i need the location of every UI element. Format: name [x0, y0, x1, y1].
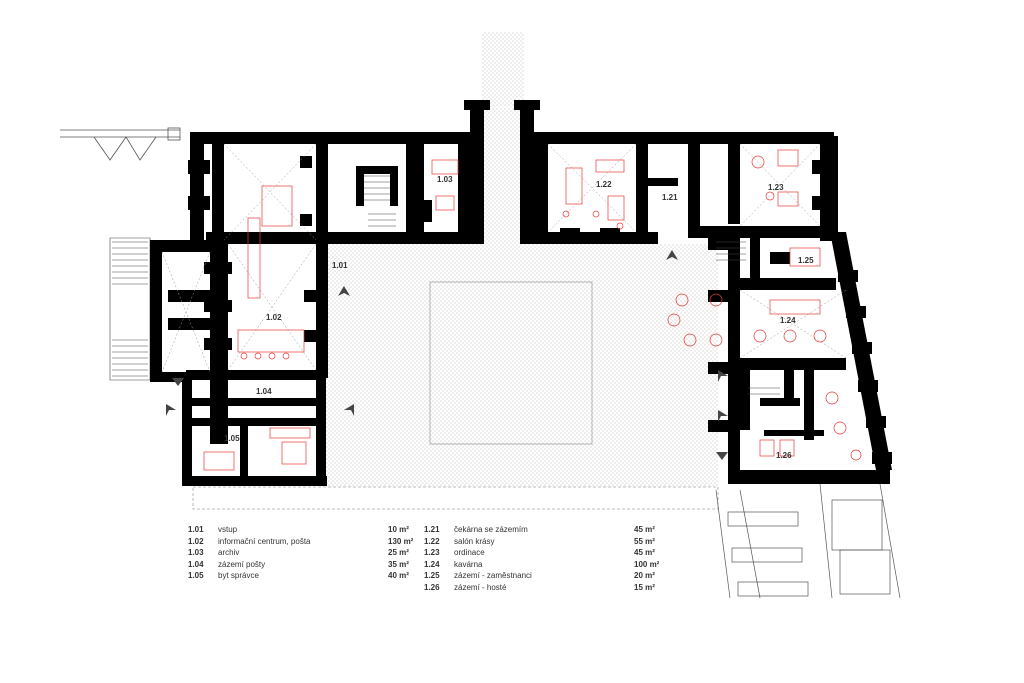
room-label-1.02: 1.02 [266, 313, 282, 322]
vault-lines [161, 143, 847, 373]
room-label-1.25: 1.25 [798, 256, 814, 265]
furniture [203, 149, 862, 471]
outer-path [192, 486, 719, 510]
passage-north [476, 108, 528, 244]
room-label-1.24: 1.24 [780, 316, 796, 325]
walls [150, 100, 892, 486]
room-label-1.21: 1.21 [662, 193, 678, 202]
courtyard [322, 244, 718, 487]
fence-west [60, 127, 181, 161]
room-label-1.26: 1.26 [776, 451, 792, 460]
stair-west [109, 237, 151, 381]
access-path [482, 32, 524, 107]
adjacent-building [715, 483, 901, 599]
room-label-1.03: 1.03 [437, 175, 453, 184]
courtyard-inner-frame [429, 281, 593, 445]
stairs-interior [364, 175, 780, 395]
room-label-1.05: 1.05 [224, 434, 240, 443]
room-label-1.23: 1.23 [768, 183, 784, 192]
room-label-1.22: 1.22 [596, 180, 612, 189]
room-label-1.04: 1.04 [256, 387, 272, 396]
entrance-arrows [166, 250, 728, 460]
room-label-1.01: 1.01 [332, 261, 348, 270]
